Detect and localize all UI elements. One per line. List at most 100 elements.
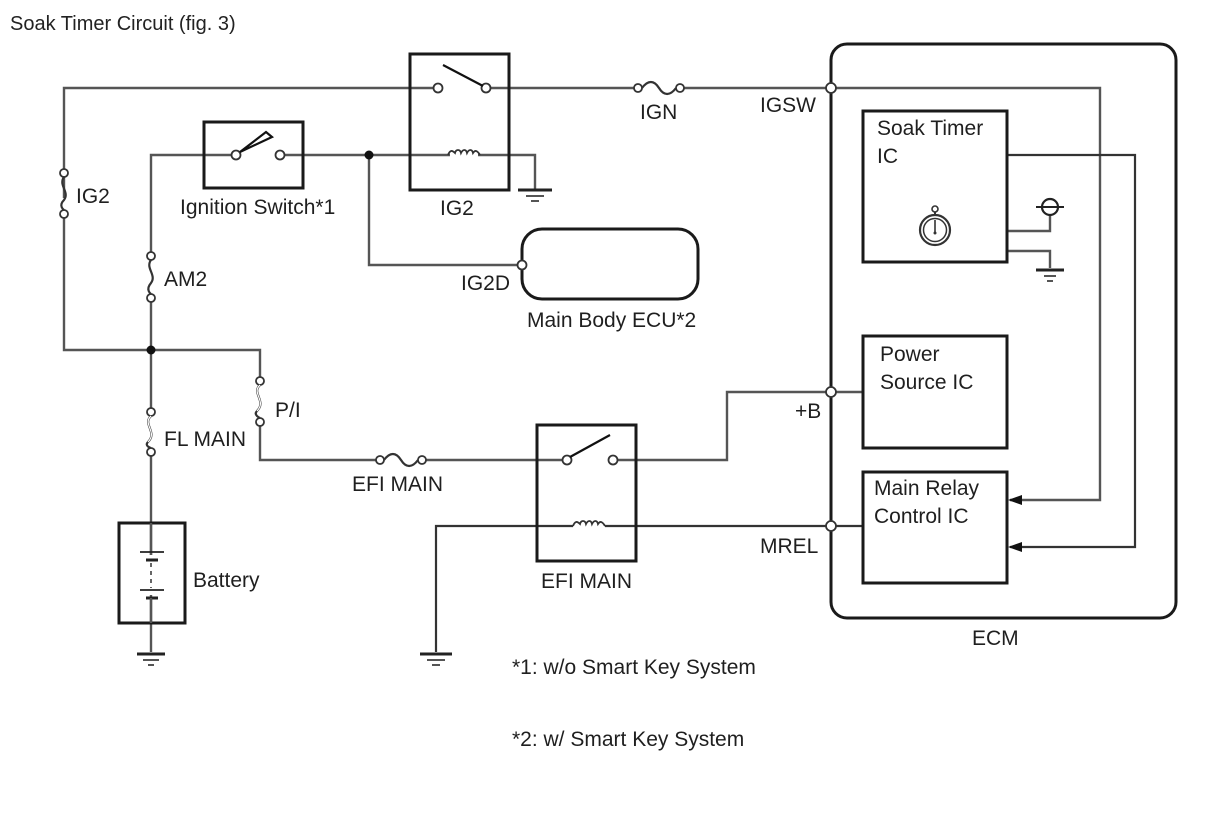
fuse-terminal <box>59 168 69 178</box>
switch-terminal <box>274 149 286 161</box>
fuse-terminal <box>675 83 685 93</box>
arrow-icon <box>1008 542 1022 552</box>
soak-timer-ic-label-line2: IC <box>877 145 898 168</box>
relay-switch-contact-icon <box>569 434 611 458</box>
relay-terminal <box>607 454 619 466</box>
junction-dot <box>146 345 156 355</box>
main-body-ecu-label: Main Body ECU*2 <box>527 309 696 332</box>
wire-soak-timer-to-battery-sym <box>1007 215 1052 233</box>
fuse-fl-main: FL MAIN <box>145 407 246 457</box>
fuse-p-i: P/I <box>254 376 301 427</box>
fuse-ign: IGN <box>633 80 685 124</box>
ground-icon <box>420 652 452 666</box>
switch-terminal <box>230 149 242 161</box>
power-source-ic-box <box>861 334 1009 450</box>
relay-terminal <box>480 82 492 94</box>
fuse-terminal <box>633 83 643 93</box>
fuse-terminal <box>375 455 385 465</box>
battery-label: Battery <box>193 569 260 592</box>
fuse-ig2: IG2 <box>59 168 110 219</box>
relay-coil-icon <box>572 520 606 527</box>
junction-dot <box>364 150 374 160</box>
fuse-label-fl-main: FL MAIN <box>164 428 246 451</box>
ig2-relay: IG2 <box>408 52 511 220</box>
ecm: ECM IGSW +B MREL Soak Timer IC <box>760 42 1178 650</box>
main-body-ecu: IG2D Main Body ECU*2 <box>461 227 700 332</box>
wires <box>62 86 1137 652</box>
power-source-ic-label-line2: Source IC <box>880 371 973 394</box>
soak-timer-ic-label-line1: Soak Timer <box>877 117 983 140</box>
fuse-icon <box>641 80 677 96</box>
fuse-terminal <box>417 455 427 465</box>
ig2d-pin-label: IG2D <box>461 272 510 295</box>
efi-main-relay-label: EFI MAIN <box>541 570 632 593</box>
main-body-ecu-box <box>520 227 700 301</box>
fuse-efi-main: EFI MAIN <box>352 452 443 496</box>
wire-pi-to-efi-fuse <box>258 424 380 462</box>
ignition-switch-box <box>202 120 305 190</box>
relay-terminal <box>561 454 573 466</box>
power-source-ic-label-line1: Power <box>880 343 940 366</box>
mrel-pin <box>825 520 837 532</box>
wire-ig2-fuse-to-junction <box>62 214 151 352</box>
fuse-icon <box>383 452 419 468</box>
ground-icon <box>137 652 165 666</box>
fuse-label-ig2: IG2 <box>76 185 110 208</box>
ig2-relay-box <box>408 52 511 192</box>
ecm-box <box>829 42 1178 620</box>
ignition-switch: Ignition Switch*1 <box>180 120 335 219</box>
wire-ig2-top <box>62 86 438 198</box>
igsw-pin <box>825 82 837 94</box>
wire-am2-to-ignition <box>149 153 234 254</box>
ground-icon <box>518 188 552 202</box>
main-relay-control-ic-box <box>861 470 1009 585</box>
wire-soak-timer-to-mrc-ic <box>1007 153 1137 549</box>
plus-b-pin <box>825 386 837 398</box>
soak-timer-ic-box <box>861 109 1009 264</box>
fuse-terminal <box>146 251 156 261</box>
footnote-1: *1: w/o Smart Key System <box>512 656 756 679</box>
battery: Battery <box>117 521 260 625</box>
fuse-terminal <box>146 447 156 457</box>
main-relay-control-ic-label-line2: Control IC <box>874 505 969 528</box>
wire-efi-relay-to-plus-b <box>612 390 829 462</box>
ig2-relay-label: IG2 <box>440 197 474 220</box>
fuse-label-am2: AM2 <box>164 268 207 291</box>
diagram-title: Soak Timer Circuit (fig. 3) <box>10 13 236 35</box>
wire-ig2-coil-to-ground <box>478 153 537 190</box>
fuse-icon <box>147 259 154 295</box>
relay-coil-icon <box>447 149 481 156</box>
ground-icon <box>1036 268 1064 282</box>
igsw-pin-label: IGSW <box>760 94 816 117</box>
ig2d-pin <box>516 259 528 271</box>
fuse-terminal <box>255 417 265 427</box>
fuse-icon <box>60 176 67 211</box>
fuse-label-p-i: P/I <box>275 399 301 422</box>
key-switch-icon <box>239 130 275 153</box>
fuse-terminal <box>146 407 156 417</box>
mrel-pin-label: MREL <box>760 535 818 558</box>
fuse-terminal <box>146 293 156 303</box>
ignition-switch-label: Ignition Switch*1 <box>180 196 335 219</box>
arrow-icon <box>1008 495 1022 505</box>
efi-main-relay: EFI MAIN <box>535 423 638 593</box>
fuse-am2: AM2 <box>146 251 207 303</box>
efi-main-relay-box <box>535 423 638 563</box>
plus-b-pin-label: +B <box>795 400 821 423</box>
footnote-2: *2: w/ Smart Key System <box>512 728 744 751</box>
wire-to-ig2d <box>367 155 520 267</box>
power-supply-icon <box>1036 197 1064 217</box>
ecm-label: ECM <box>972 627 1019 650</box>
fuse-label-efi-main: EFI MAIN <box>352 473 443 496</box>
wire-efi-coil-ground <box>434 524 573 652</box>
relay-switch-contact-icon <box>442 64 484 87</box>
fuse-terminal <box>255 376 265 386</box>
fuse-label-ign: IGN <box>640 101 677 124</box>
wire-junction-to-pi <box>151 348 262 380</box>
wire-igsw-to-mrc-ic <box>829 86 1102 502</box>
stopwatch-icon <box>918 205 952 247</box>
wire-soak-timer-to-ground <box>1007 249 1052 268</box>
fuse-terminal <box>59 209 69 219</box>
relay-terminal <box>432 82 444 94</box>
